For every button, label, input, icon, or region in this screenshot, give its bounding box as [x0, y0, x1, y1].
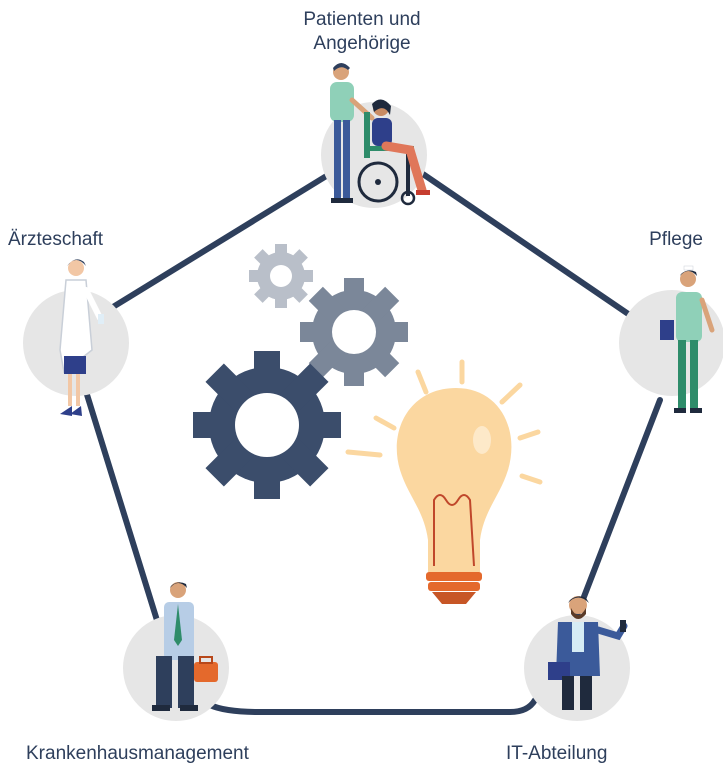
large-gear-icon [193, 351, 341, 499]
gears-icon [193, 244, 408, 499]
label-hospital-management: Krankenhausmanagement [26, 743, 249, 764]
small-gear-icon [249, 244, 313, 308]
medium-gear-icon [300, 278, 408, 386]
node-circle-management [123, 615, 229, 721]
patient-and-caregiver-icon [330, 63, 430, 206]
node-circle-nursing [619, 290, 723, 396]
label-it-department: IT-Abteilung [506, 743, 608, 764]
label-patients-and-relatives: Patienten und Angehörige [262, 8, 462, 56]
nurse-icon [660, 265, 715, 413]
it-specialist-icon [548, 596, 628, 710]
label-doctors: Ärzteschaft [8, 229, 104, 250]
label-patients-line2: Angehörige [313, 33, 411, 54]
light-rays [345, 359, 543, 485]
pentagon-edges [81, 169, 663, 715]
doctor-icon [59, 259, 104, 416]
lightbulb-icon [345, 359, 543, 604]
label-nursing: Pflege [649, 229, 703, 250]
edge-management-it [207, 697, 538, 715]
edge-nursing-it [572, 397, 663, 623]
hospital-manager-icon [152, 582, 218, 711]
edge-doctors-management [81, 382, 163, 633]
edge-patients-nursing [417, 169, 643, 325]
label-patients-line1: Patienten und [303, 9, 421, 30]
edge-patients-doctors [105, 172, 331, 313]
